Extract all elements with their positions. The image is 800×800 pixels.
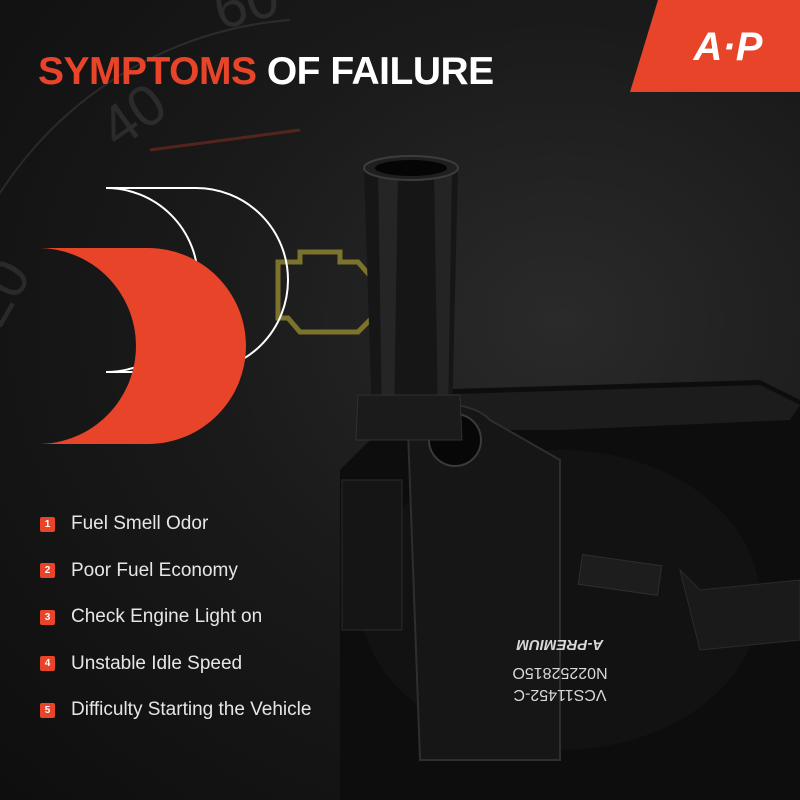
list-item: 4 Unstable Idle Speed xyxy=(40,652,311,676)
logo-text: A·P xyxy=(693,25,763,69)
item-number-badge: 2 xyxy=(40,563,55,578)
part-number-engraving: N02252815O xyxy=(512,664,607,681)
item-label: Fuel Smell Odor xyxy=(71,513,209,534)
check-engine-icon xyxy=(275,249,385,335)
page-title: SYMPTOMS OF FAILURE xyxy=(38,52,494,91)
item-number-badge: 4 xyxy=(40,656,55,671)
item-label: Unstable Idle Speed xyxy=(71,652,243,674)
part-code-engraving: VCS11452-C xyxy=(513,686,606,703)
item-number-badge: 1 xyxy=(40,516,55,532)
item-number-badge: 5 xyxy=(40,702,55,718)
purge-valve-product-image: VCS11452-C N02252815O A-PREMIUM xyxy=(340,155,800,800)
list-item: 5 Difficulty Starting the Vehicle xyxy=(40,698,311,722)
gauge-number: 20 xyxy=(0,248,44,336)
gauge-number: 60 xyxy=(207,0,286,43)
list-item: 2 Poor Fuel Economy xyxy=(40,559,311,583)
gauge-needle-decoration xyxy=(149,128,301,152)
title-rest: OF FAILURE xyxy=(266,50,494,93)
item-label: Check Engine Light on xyxy=(71,606,263,627)
item-label: Poor Fuel Economy xyxy=(71,559,238,581)
list-item: 3 Check Engine Light on xyxy=(40,605,311,629)
list-item: 1 Fuel Smell Odor xyxy=(40,512,311,536)
brand-engraving: A-PREMIUM xyxy=(516,636,604,653)
title-accent: SYMPTOMS xyxy=(38,50,257,93)
orange-d-shape xyxy=(38,248,246,444)
brand-logo: A·P xyxy=(630,0,800,92)
symptoms-list: 1 Fuel Smell Odor 2 Poor Fuel Economy 3 … xyxy=(40,512,311,745)
item-number-badge: 3 xyxy=(40,609,55,625)
item-label: Difficulty Starting the Vehicle xyxy=(71,699,312,720)
